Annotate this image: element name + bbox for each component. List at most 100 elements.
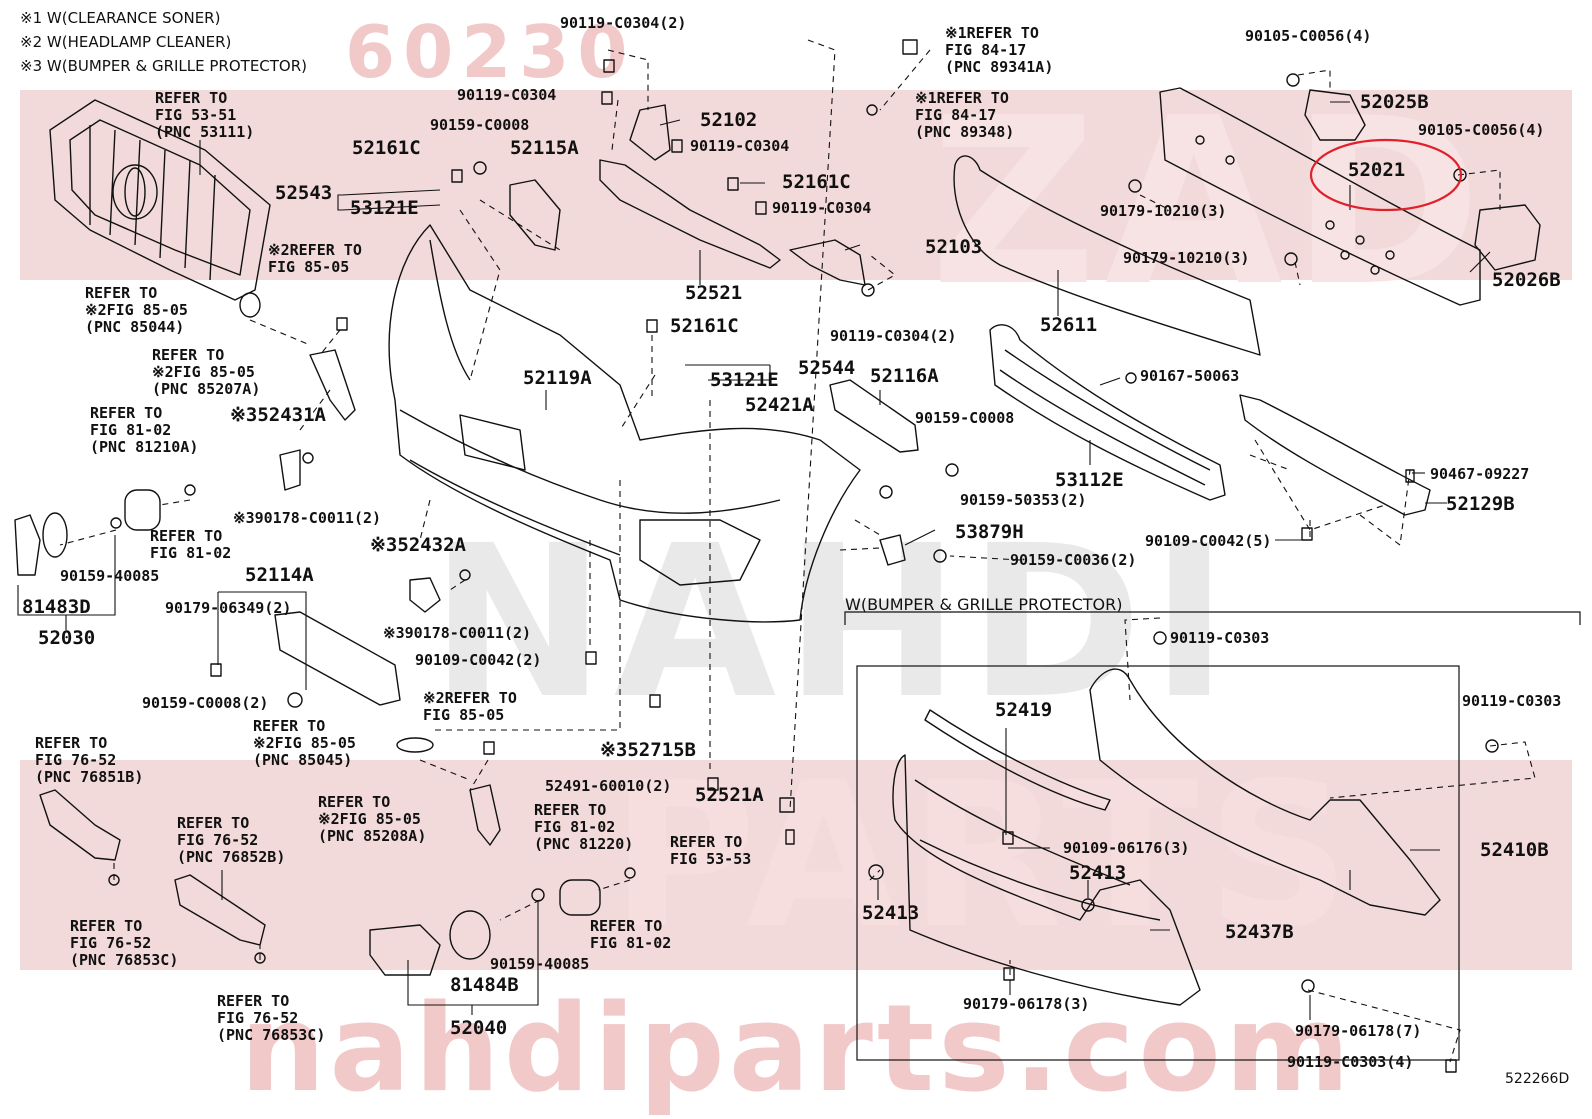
part-label-l72: 52413	[1069, 862, 1127, 884]
part-label-l10: 90159-C0008	[430, 116, 530, 134]
part-label-l32: 53121E	[710, 369, 779, 391]
part-label-l82: 52040	[450, 1017, 508, 1039]
part-label-l55: 90119-C0303	[1170, 629, 1270, 647]
part-label-l4: 90105-C0056(4)	[1245, 27, 1372, 45]
part-label-l75: REFER TO FIG 81-02	[590, 917, 672, 952]
part-label-l48: 90159-C0036(2)	[1010, 551, 1137, 569]
bumper-cover-shape	[388, 224, 861, 623]
part-label-l3: ※1REFER TO FIG 84-17 (PNC 89341A)	[945, 24, 1054, 76]
diagram-code: 522266D	[1505, 1071, 1570, 1087]
bracket-52432a-shape	[409, 577, 441, 613]
lower-grille-53112e-shape	[989, 324, 1226, 501]
part-label-l14: 52021	[1348, 159, 1406, 181]
part-label-l1: REFER TO FIG 53-51 (PNC 53111)	[155, 89, 255, 141]
part-label-l12: 52115A	[510, 137, 579, 159]
clip-52413-right-shape	[1081, 898, 1095, 912]
part-label-l25: 52521	[685, 282, 743, 304]
part-label-l7: 52025B	[1360, 91, 1429, 113]
part-label-l53: 52030	[38, 627, 96, 649]
washer-cap-left-shape	[239, 292, 261, 318]
part-label-l19: 90179-10210(3)	[1100, 202, 1227, 220]
dashed-guides	[59, 39, 1536, 1063]
washer-nozzle-shape	[469, 784, 501, 846]
protector-section-box	[844, 611, 1581, 1061]
part-label-l21: 52103	[925, 236, 983, 258]
part-label-l76: 52437B	[1225, 921, 1294, 943]
part-label-l58: ※2REFER TO FIG 85-05	[423, 689, 517, 724]
fastener-marks	[108, 39, 1499, 1073]
part-label-l73: 52413	[862, 902, 920, 924]
part-label-l56: 90109-C0042(2)	[415, 651, 542, 669]
part-label-l20: ※2REFER TO FIG 85-05	[268, 241, 362, 276]
absorber-52611-shape	[953, 155, 1261, 356]
part-label-l15: 52161C	[782, 171, 851, 193]
part-label-l74: REFER TO FIG 76-52 (PNC 76853C)	[70, 917, 179, 969]
part-label-l6: ※1REFER TO FIG 84-17 (PNC 89348)	[915, 89, 1015, 141]
part-label-l47: ※352432A	[370, 534, 466, 556]
note-bumper-grille-protector: ※3 W(BUMPER & GRILLE PROTECTOR)	[20, 57, 308, 75]
bracket-52431a-shape	[279, 449, 301, 491]
watermark-band-bottom	[20, 760, 1572, 970]
fog-ring-right-shape	[449, 910, 491, 960]
part-label-l37: 52421A	[745, 394, 814, 416]
part-label-l52: 90179-06349(2)	[165, 599, 292, 617]
bracket-52115a-shape	[509, 179, 561, 251]
part-label-l45: 53879H	[955, 521, 1024, 543]
part-label-l16: 52543	[275, 182, 333, 204]
part-label-l30: 52544	[798, 357, 856, 379]
molding-76851b-shape	[39, 789, 121, 861]
part-label-l22: 90179-10210(3)	[1123, 249, 1250, 267]
bracket-52102-shape	[629, 104, 671, 161]
bracket-52129b-shape	[1239, 394, 1431, 516]
bracket-52026b-shape	[1474, 204, 1541, 271]
fog-ring-left-shape	[42, 512, 68, 558]
part-label-l2: 90119-C0304(2)	[560, 14, 687, 32]
leader-lines	[17, 101, 1491, 1020]
part-label-l17: 53121E	[350, 197, 419, 219]
part-label-l26: 90119-C0304(2)	[830, 327, 957, 345]
reinforcement-52021-shape	[1159, 87, 1481, 306]
part-label-l28: 52161C	[670, 315, 739, 337]
part-label-l59: 52419	[995, 699, 1053, 721]
part-label-l64: 52491-60010(2)	[545, 777, 672, 795]
part-label-l13: 90119-C0304	[690, 137, 790, 155]
part-label-l51: 81483D	[22, 596, 91, 618]
part-label-l33: 52116A	[870, 365, 939, 387]
bracket-53879h-shape	[879, 534, 906, 566]
fog-cover-right-shape	[369, 924, 441, 976]
protector-52437b-shape	[892, 754, 1201, 1006]
protector-top-trim-shape	[924, 709, 1111, 811]
part-label-l70: 90109-06176(3)	[1063, 839, 1190, 857]
part-label-l80: 90179-06178(3)	[963, 995, 1090, 1013]
clip-52413-left-shape	[868, 864, 884, 880]
fog-lamp-right-shape	[559, 879, 601, 916]
part-label-l63: ※352715B	[600, 739, 696, 761]
part-label-l5: 90119-C0304	[457, 86, 557, 104]
part-label-l65: 52521A	[695, 784, 764, 806]
part-label-l67: REFER TO FIG 81-02 (PNC 81220)	[534, 801, 634, 853]
part-label-l40: 90467-09227	[1430, 465, 1530, 483]
retainer-52521-shape	[599, 159, 781, 269]
part-label-l24: REFER TO ※2FIG 85-05 (PNC 85044)	[85, 284, 188, 336]
part-label-l36: ※352431A	[230, 404, 326, 426]
highlight-ellipse-52021	[1309, 138, 1463, 212]
part-label-l46: 90109-C0042(5)	[1145, 532, 1272, 550]
part-label-l69: REFER TO FIG 76-52 (PNC 76852B)	[177, 814, 286, 866]
part-label-l79: REFER TO FIG 76-52 (PNC 76853C)	[217, 992, 326, 1044]
part-label-l54: ※390178-C0011(2)	[383, 624, 532, 642]
note-clearance-sonar: ※1 W(CLEARANCE SONER)	[20, 9, 221, 27]
part-label-l66: REFER TO ※2FIG 85-05 (PNC 85208A)	[318, 793, 427, 845]
part-label-l43: 52129B	[1446, 493, 1515, 515]
bracket-52116a-shape	[829, 379, 919, 453]
part-label-l62: REFER TO ※2FIG 85-05 (PNC 85045)	[253, 717, 356, 769]
part-label-l29: REFER TO ※2FIG 85-05 (PNC 85207A)	[152, 346, 261, 398]
watermark-part-number: 60230	[345, 10, 636, 94]
protector-section-title: W(BUMPER & GRILLE PROTECTOR)	[845, 595, 1123, 614]
plate-52114a-shape	[274, 611, 401, 706]
fog-lamp-left-shape	[124, 489, 161, 531]
part-label-l38: 90159-C0008	[915, 409, 1015, 427]
fog-cover-left-shape	[14, 514, 41, 576]
part-label-l49: 90159-40085	[60, 567, 160, 585]
